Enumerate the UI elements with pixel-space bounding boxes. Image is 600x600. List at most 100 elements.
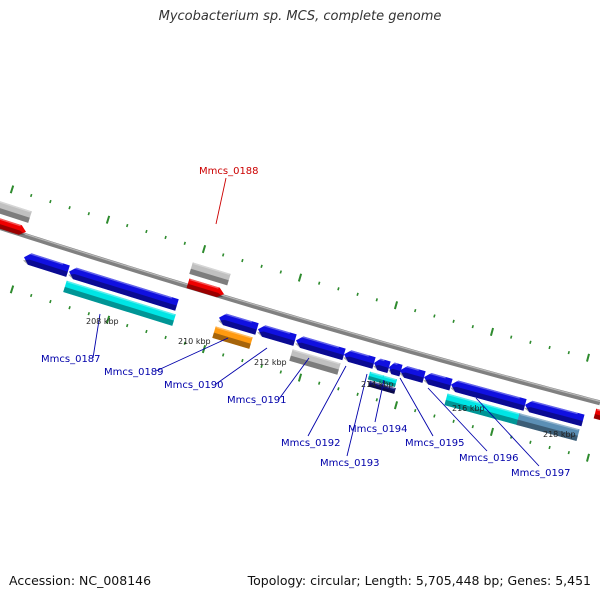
gene-labels: Mmcs_0187Mmcs_0188Mmcs_0189Mmcs_0190Mmcs… (41, 166, 571, 479)
tick (471, 324, 474, 329)
gene-orange-0190 (212, 326, 253, 349)
gene-highlight (221, 312, 253, 323)
gene-highlight (376, 357, 385, 362)
outer-tick (489, 327, 495, 337)
tick (279, 270, 282, 274)
gene-shade (189, 268, 229, 286)
inner-tick (145, 329, 148, 334)
gene-shade (368, 383, 382, 391)
tick (318, 281, 321, 285)
gene-blue-0196a (423, 371, 453, 391)
gene-blue-0192 (295, 334, 346, 361)
outer-tick (414, 308, 417, 313)
kbp-label: 218 kbp (543, 430, 576, 439)
genome-backbone (0, 225, 600, 406)
tick (297, 373, 303, 382)
outer-tick (68, 206, 71, 210)
gene-shade (0, 222, 26, 235)
gene-body (444, 393, 523, 426)
outer-tick (29, 193, 33, 198)
gene-dark-0194 (381, 384, 396, 394)
inner-tick (393, 401, 399, 410)
inner-tick (105, 315, 111, 324)
leader-line (427, 387, 488, 452)
tick-marks (9, 185, 590, 462)
gene-body (399, 366, 426, 383)
outer-tick (529, 340, 532, 344)
inner-tick (489, 427, 495, 437)
kbp-label: 214 kbp (361, 380, 394, 389)
gene-label: Mmcs_0187 (41, 354, 101, 365)
gene-shade (22, 259, 68, 277)
gene-label: Mmcs_0194 (348, 424, 408, 435)
tick (241, 358, 244, 363)
outer-tick (393, 301, 399, 310)
gene-label: Mmcs_0190 (164, 380, 224, 391)
gene-shade (343, 356, 374, 369)
outer-tick (510, 335, 513, 339)
gene-gray-left (0, 200, 32, 223)
tick (125, 223, 129, 228)
gene-shade (212, 332, 251, 349)
gene-highlight (453, 379, 520, 399)
gene-body (424, 372, 453, 391)
outer-tick (125, 223, 129, 228)
inner-tick (586, 453, 590, 462)
tick (393, 301, 399, 310)
gene-body (212, 326, 253, 349)
tick (393, 401, 399, 410)
inner-tick (356, 392, 359, 396)
gene-highlight (402, 364, 419, 371)
leader-line (215, 347, 268, 385)
gene-label: Mmcs_0189 (104, 367, 164, 378)
gene-body (367, 371, 385, 384)
accession-text: Accession: NC_008146 (9, 573, 152, 588)
inner-tick (125, 323, 129, 328)
leader-line (92, 313, 101, 359)
inner-tick (337, 387, 340, 391)
gene-label: Mmcs_0191 (227, 395, 287, 406)
tick (414, 308, 417, 313)
tick (567, 350, 570, 355)
tick (548, 345, 551, 350)
tick (548, 445, 551, 450)
gene-shade (388, 368, 401, 377)
gene-highlight (370, 380, 382, 386)
kbp-label: 212 kbp (254, 358, 287, 367)
gene-highlight (67, 280, 175, 316)
gene-highlight (0, 217, 21, 227)
tick (222, 253, 225, 257)
gene-highlight (346, 348, 369, 357)
gene-body (525, 400, 585, 427)
gene-highlight (193, 262, 230, 276)
gene-highlight (426, 371, 446, 379)
gene-body (186, 278, 224, 298)
backbone-highlight (0, 225, 600, 402)
inner-tick (567, 450, 570, 455)
gene-body (380, 375, 398, 388)
gene-blue-a (22, 251, 70, 277)
tick (529, 340, 532, 344)
gene-red-right (593, 408, 600, 422)
gene-label: Mmcs_0196 (459, 453, 519, 464)
outer-tick (105, 215, 111, 224)
tick (452, 319, 455, 323)
tick (29, 293, 33, 298)
tick (145, 229, 148, 234)
gene-highlight (520, 413, 579, 431)
gene-shade (593, 414, 600, 422)
tick (433, 414, 436, 418)
gene-blue-0193 (343, 348, 376, 369)
inner-tick (164, 335, 167, 340)
gene-body (344, 350, 376, 369)
gene-highlight (448, 393, 522, 416)
gene-blue-0187 (68, 266, 179, 311)
leader-line (374, 379, 385, 423)
tick (337, 387, 340, 391)
gene-shade (380, 379, 396, 388)
gene-shade (68, 273, 177, 311)
inner-tick (241, 358, 244, 363)
gene-shade (399, 372, 424, 383)
gene-shade (373, 364, 389, 374)
gene-shade (367, 375, 383, 384)
